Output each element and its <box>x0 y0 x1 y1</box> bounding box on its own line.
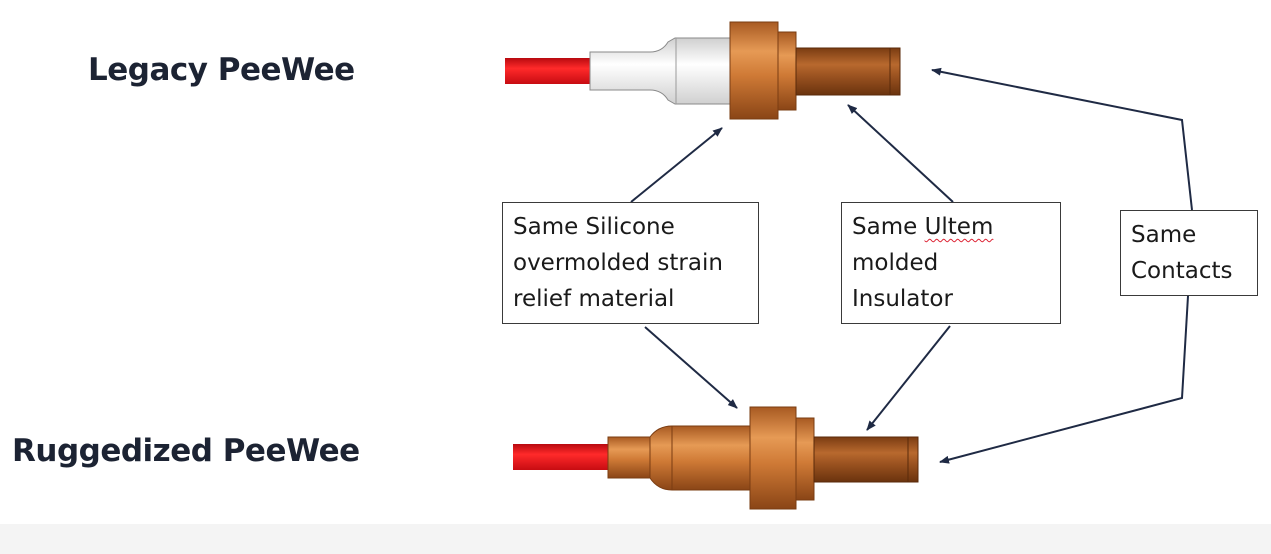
contacts-callout-line-1: Same <box>1131 222 1197 248</box>
footer-band <box>0 524 1271 554</box>
arrow-ultem-to-rugged <box>866 325 951 431</box>
ultem-callout-line-2: molded <box>852 250 939 276</box>
arrow-ultem-to-legacy <box>847 104 954 203</box>
silicone-callout: Same Silicone overmolded strain relief m… <box>502 202 759 324</box>
rugged-wire <box>513 444 610 470</box>
rugged-sleeve-rear <box>607 436 651 479</box>
contacts-callout: Same Contacts <box>1120 210 1258 296</box>
arrow-contacts-to-legacy <box>931 67 1193 211</box>
arrow-silicone-to-rugged <box>644 326 738 409</box>
legacy-copper-step <box>777 31 797 111</box>
legacy-ultem-insulator <box>795 47 901 96</box>
ultem-callout: Same Ultem molded Insulator <box>841 202 1061 324</box>
rugged-ultem-insulator <box>813 436 919 483</box>
rugged-silicone-strain-relief <box>649 425 751 491</box>
silicone-callout-line-1: Same Silicone <box>513 214 675 240</box>
ultem-callout-line-3: Insulator <box>852 286 953 312</box>
callout-arrows <box>630 67 1193 464</box>
ultem-callout-prefix: Same <box>852 214 925 240</box>
legacy-silicone-strain-relief <box>589 37 731 105</box>
arrow-silicone-to-legacy <box>630 127 723 203</box>
legacy-wire <box>505 58 593 84</box>
legacy-peewee-title: Legacy PeeWee <box>88 52 355 88</box>
ultem-callout-word: Ultem <box>924 214 994 240</box>
legacy-connector <box>505 21 901 120</box>
rugged-copper-collar <box>749 406 797 510</box>
rugged-copper-step <box>795 417 815 501</box>
silicone-callout-line-2: overmolded strain <box>513 250 723 276</box>
silicone-callout-line-3: relief material <box>513 286 675 312</box>
ruggedized-connector <box>513 406 919 510</box>
arrow-contacts-to-rugged <box>939 295 1189 464</box>
legacy-copper-collar <box>729 21 779 120</box>
contacts-callout-line-2: Contacts <box>1131 258 1233 284</box>
ruggedized-peewee-title: Ruggedized PeeWee <box>12 433 360 469</box>
ultem-callout-line-1: Same Ultem <box>852 209 1050 245</box>
